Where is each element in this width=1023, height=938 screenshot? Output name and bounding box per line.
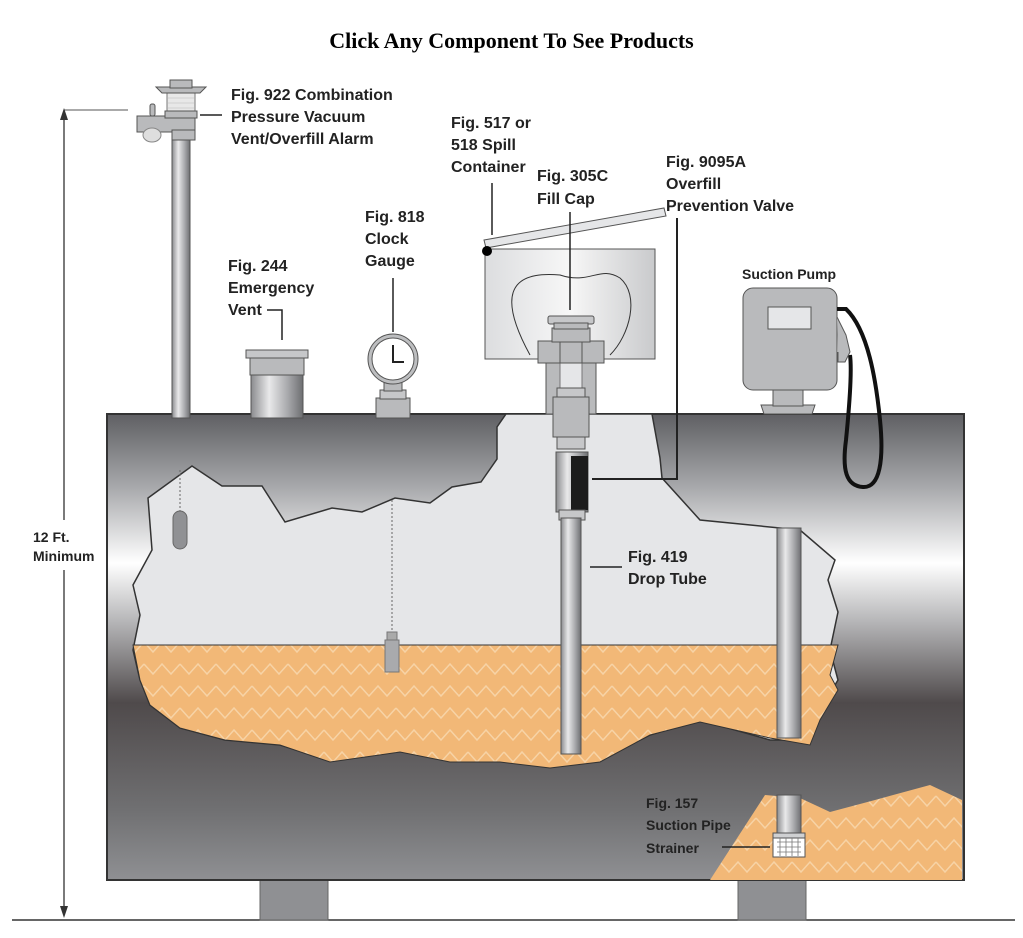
suction-pipe-strainer[interactable] [772,832,806,858]
suction-pump-label[interactable]: Suction Pump [742,266,836,282]
strainer-label-line3[interactable]: Strainer [646,840,699,856]
dimension-label-line1: 12 Ft. [33,529,70,545]
strainer-label-line1[interactable]: Fig. 157 [646,795,698,811]
overfill-prevention-valve[interactable] [555,451,589,521]
strainer-label-line2[interactable]: Suction Pipe [646,817,731,833]
drop-tube-label-line2[interactable]: Drop Tube [628,571,707,588]
spill-container[interactable] [482,207,667,360]
gauge-probe [384,500,400,673]
clock-gauge[interactable] [367,333,419,419]
fill-cap-label-line2[interactable]: Fill Cap [537,191,595,208]
dimension-label-line2: Minimum [33,548,94,564]
emergency-vent[interactable] [245,349,309,419]
clock-gauge-label-line1[interactable]: Fig. 818 [365,209,425,226]
fill-cap-label-line1[interactable]: Fig. 305C [537,168,609,185]
page-title: Click Any Component To See Products [329,28,694,53]
clock-gauge-label-line2[interactable]: Clock [365,231,409,248]
overfill-valve-label-line2[interactable]: Overfill [666,176,721,193]
suction-pipe [776,527,802,739]
emergency-vent-label-line1[interactable]: Fig. 244 [228,258,288,275]
drop-tube-label-line1[interactable]: Fig. 419 [628,549,688,566]
fill-riser [545,361,597,450]
overfill-valve-label-line1[interactable]: Fig. 9095A [666,154,746,171]
spill-container-label-line2[interactable]: 518 Spill [451,137,516,154]
overfill-valve-label-line3[interactable]: Prevention Valve [666,198,794,215]
spill-container-label-line3[interactable]: Container [451,159,526,176]
clock-gauge-label-line3[interactable]: Gauge [365,253,415,270]
fill-cap[interactable] [537,315,605,364]
fuel-level [132,644,839,769]
emergency-vent-label-line2[interactable]: Emergency [228,280,314,297]
spill-container-label-line1[interactable]: Fig. 517 or [451,115,531,132]
tank-support-right [737,877,807,921]
suction-pump[interactable] [742,287,884,489]
drop-tube[interactable] [560,517,582,755]
vent-alarm-label-line1[interactable]: Fig. 922 Combination [231,87,393,104]
vent-alarm-label-line3[interactable]: Vent/Overfill Alarm [231,131,374,148]
combination-vent-overfill-alarm[interactable] [136,79,208,419]
vent-alarm-label-line2[interactable]: Pressure Vacuum [231,109,365,126]
tank-support-left [259,877,329,921]
emergency-vent-label-line3[interactable]: Vent [228,302,262,319]
dimension-arrow [60,108,128,918]
float-sensor [172,470,188,550]
